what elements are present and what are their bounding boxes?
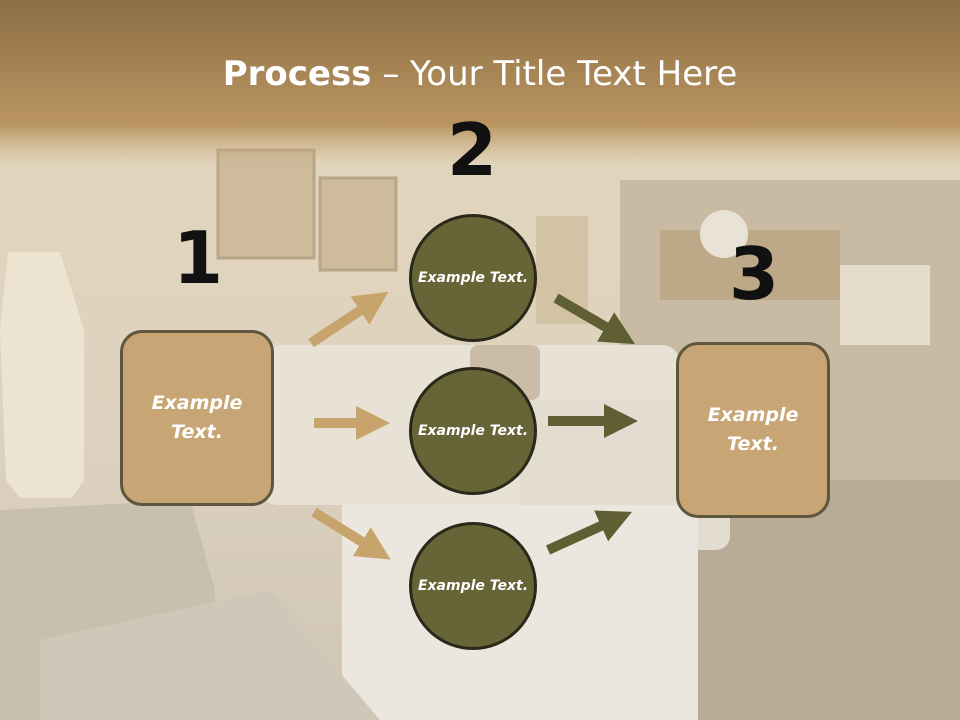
circle-2-text: Example Text. [417,422,529,439]
circle-1-text: Example Text. [417,269,529,286]
arrow-to-circle-1 [308,291,389,348]
step-number-3: 3 [728,232,780,316]
circle-3-text: Example Text. [417,577,529,594]
arrow-from-circle-1 [553,293,636,345]
circle-3: Example Text. [409,522,537,650]
left-text-box: Example Text. [120,330,274,506]
right-box-text: Example Text. [707,404,799,455]
title-bold: Process [222,54,372,94]
step-number-1: 1 [172,216,224,300]
arrow-to-circle-3 [311,507,391,560]
arrow-from-circle-3 [545,510,633,555]
step-number-2: 2 [446,108,498,192]
title-rest: – Your Title Text Here [371,54,738,94]
circle-2: Example Text. [409,367,537,495]
slide-title: Process – Your Title Text Here [0,52,960,96]
right-text-box: Example Text. [676,342,830,518]
circle-1: Example Text. [409,214,537,342]
left-box-text: Example Text. [151,392,243,443]
